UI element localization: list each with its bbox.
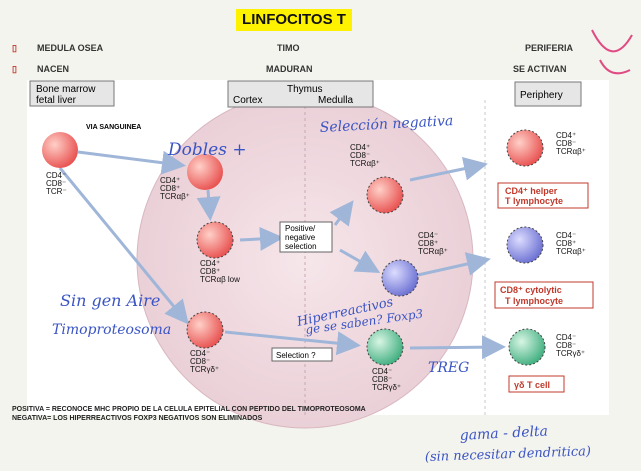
hw-sin-nec: (sin necesitar dendritica) [425,444,592,465]
hw-gama: gama - delta [459,423,548,444]
header-medula: MEDULA OSEA [37,43,104,53]
bullet-icon: ▯ [12,43,17,53]
cytolytic-box [494,281,594,309]
cell6-l1: CD4⁻ [418,231,438,240]
posneg-box [279,221,333,253]
cell4-l2: CD8⁻ [190,357,210,366]
per1-l1: CD4⁺ [556,131,576,140]
header-periferia: PERIFERIA [525,43,574,53]
selection-label: Selection ? [276,351,316,360]
cell3-l2: CD8⁺ [200,267,220,276]
cd4-thymocyte [366,176,404,214]
cell6-l2: CD8⁺ [418,239,438,248]
medulla-label: Medulla [318,95,353,106]
hw-timo: Timoproteosoma [52,322,171,338]
posneg-l1: Positive/ [285,224,316,233]
gd-box [508,375,565,393]
cell5-l3: TCRαβ⁺ [350,159,380,168]
thymus-box [227,80,374,108]
posneg-l3: selection [285,242,317,251]
per1-l3: TCRαβ⁺ [556,147,586,156]
bone-label-2: fetal liver [36,95,77,106]
via-label: VIA SANGUINEA [86,124,141,131]
dp-low-cell [196,221,234,259]
per3-l1: CD4⁻ [556,333,576,342]
cell1-l2: CD8⁻ [46,179,66,188]
header-activan: SE ACTIVAN [513,64,567,74]
cell2-l1: CD4⁺ [160,176,180,185]
helper-l1: CD4⁺ helper [505,186,558,196]
cell3-l1: CD4⁺ [200,259,220,268]
cd4-helper-cell [506,129,544,167]
helper-box [497,182,589,209]
footer-positiva: POSITIVA = RECONOCE MHC PROPIO DE LA CEL… [12,406,366,413]
cell1-l1: CD4⁻ [46,171,66,180]
cell6-l3: TCRαβ⁺ [418,247,448,256]
gd-thymocyte [366,328,404,366]
footer-negativa: NEGATIVA= LOS HIPERREACTIVOS FOXP3 NEGAT… [12,415,263,422]
cell7-l2: CD8⁻ [372,375,392,384]
per2-l1: CD4⁻ [556,231,576,240]
per2-l3: TCRαβ⁺ [556,247,586,256]
hw-seleccion: Selección negativa [319,113,453,136]
hw-sin-gen: Sin gen Aire [60,291,160,310]
cell4-l1: CD4⁻ [190,349,210,358]
hw-treg: TREG [428,360,469,376]
cd8-cytolytic-cell [506,226,544,264]
cell7-l1: CD4⁻ [372,367,392,376]
cell4-l3: TCRγδ⁺ [190,365,219,374]
selection-box [271,347,333,362]
cytolytic-l1: CD8⁺ cytolytic [500,285,562,295]
gd-precursor-cell [186,311,224,349]
cell2-l3: TCRαβ⁺ [160,192,190,201]
cell5-l2: CD8⁻ [350,151,370,160]
bone-marrow-box [29,80,115,107]
cell7-l3: TCRγδ⁺ [372,383,401,392]
per3-l2: CD8⁻ [556,341,576,350]
per2-l2: CD8⁺ [556,239,576,248]
header-nacen: NACEN [37,64,70,74]
bullet-icon: ▯ [12,64,17,74]
gd-t-cell [508,328,546,366]
thymus-label: Thymus [287,84,323,95]
page-title: LINFOCITOS T [236,9,352,31]
periphery-box [514,81,582,107]
precursor-cell [42,132,78,168]
helper-l2: T lymphocyte [505,196,563,206]
cortex-label: Cortex [233,95,262,106]
per1-l2: CD8⁻ [556,139,576,148]
cell3-l3: TCRαβ low [200,275,240,284]
gd-label: γδ T cell [514,380,550,390]
posneg-l2: negative [285,233,316,242]
cell1-l3: TCR⁻ [46,187,67,196]
cell2-l2: CD8⁺ [160,184,180,193]
per3-l3: TCRγδ⁺ [556,349,585,358]
hw-dobles: Dobles + [167,140,247,160]
cell5-l1: CD4⁺ [350,143,370,152]
bone-label-1: Bone marrow [36,84,96,95]
header-timo: TIMO [277,43,300,53]
arrows [58,150,506,360]
header-maduran: MADURAN [266,64,313,74]
cd8-thymocyte [381,259,419,297]
stethoscope-icon [591,29,633,75]
double-positive-cell [187,154,223,190]
periphery-label: Periphery [520,90,563,101]
cytolytic-l2: T lymphocyte [505,296,563,306]
